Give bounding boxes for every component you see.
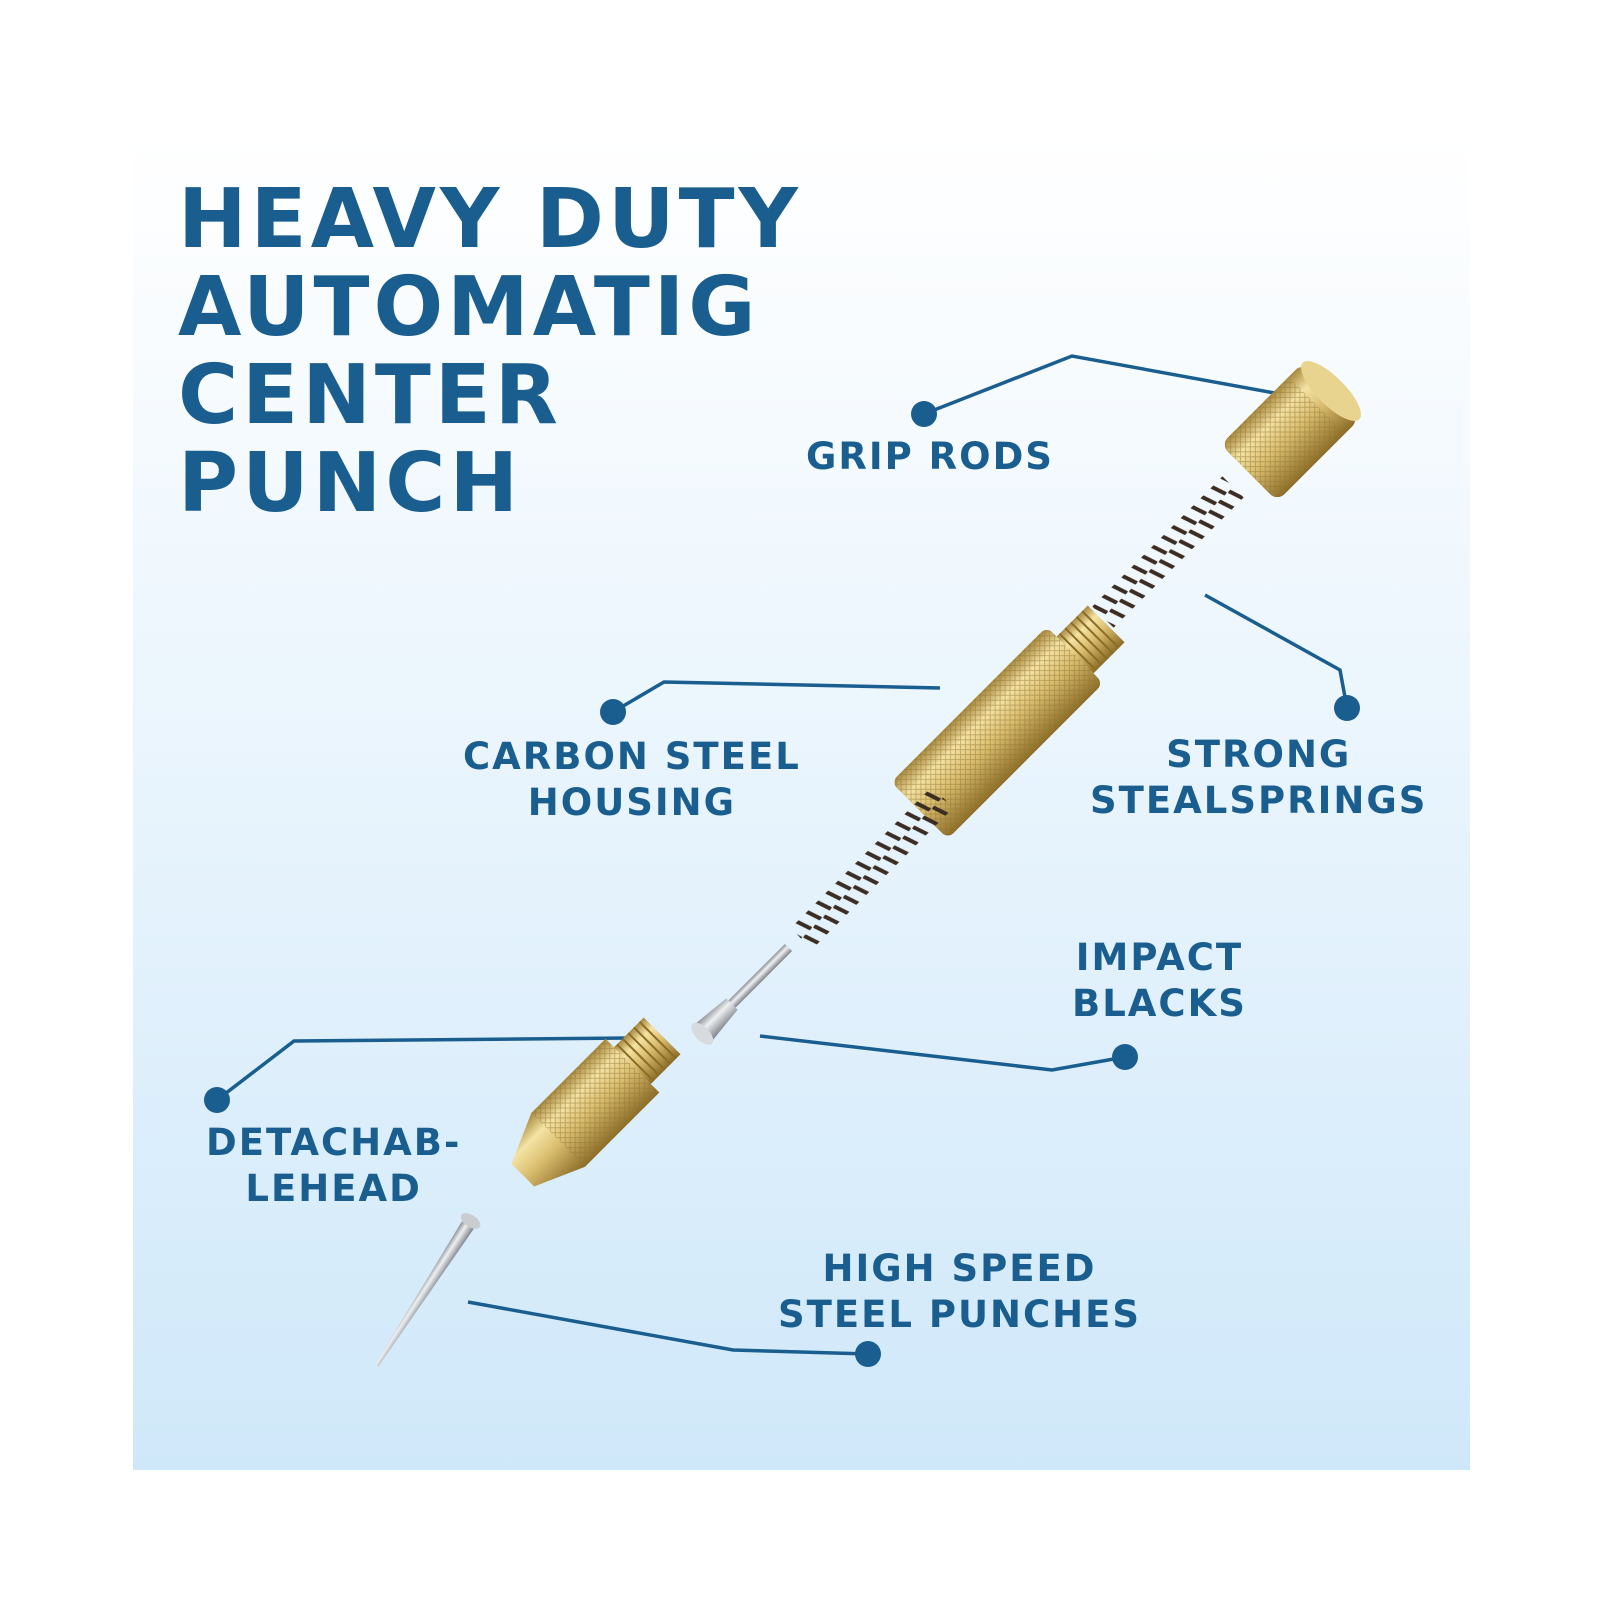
label-impact-blacks: IMPACT BLACKS — [1072, 936, 1247, 1025]
leader-lines — [215, 354, 1349, 1356]
leader-carbon-steel-housing — [612, 680, 941, 714]
leader-impact-blacks — [759, 1034, 1126, 1072]
label-detachable-head: DETACHAB- LEHEAD — [206, 1121, 462, 1210]
detachable-head-part — [511, 1017, 681, 1187]
label-grip-rods: GRIP RODS — [806, 435, 1054, 478]
upper-spring — [1092, 476, 1244, 628]
grip-cap — [1224, 361, 1361, 498]
lower-spring — [790, 786, 954, 950]
leader-grip-rods — [923, 354, 1281, 416]
leader-detachable-head — [215, 1036, 631, 1102]
background-panel — [133, 133, 1470, 1470]
leader-high-speed-steel-punches — [467, 1300, 869, 1356]
dot-detachable-head — [204, 1087, 230, 1113]
title-line-1: HEAVY DUTY — [178, 172, 802, 267]
label-high-speed-steel-punches: HIGH SPEED STEEL PUNCHES — [778, 1247, 1142, 1336]
page-title: HEAVY DUTY AUTOMATIG CENTER PUNCH — [178, 176, 802, 528]
high-speed-steel-punch-part — [375, 1213, 481, 1367]
dot-strong-steal-springs — [1334, 695, 1360, 721]
label-strong-steal-springs: STRONG STEALSPRINGS — [1090, 733, 1428, 822]
label-carbon-steel-housing: CARBON STEEL HOUSING — [463, 735, 801, 824]
leader-dots — [204, 401, 1360, 1367]
title-line-4: PUNCH — [178, 436, 523, 531]
dot-impact-blacks — [1112, 1044, 1138, 1070]
leader-strong-steal-springs — [1204, 593, 1349, 709]
dot-grip-rods — [911, 401, 937, 427]
carbon-steel-housing-part — [894, 605, 1125, 836]
dot-carbon-steel-housing — [600, 699, 626, 725]
dot-high-speed-steel-punches — [855, 1341, 881, 1367]
title-line-2: AUTOMATIG — [178, 260, 760, 355]
impact-pin — [691, 943, 793, 1045]
title-line-3: CENTER — [178, 348, 562, 443]
